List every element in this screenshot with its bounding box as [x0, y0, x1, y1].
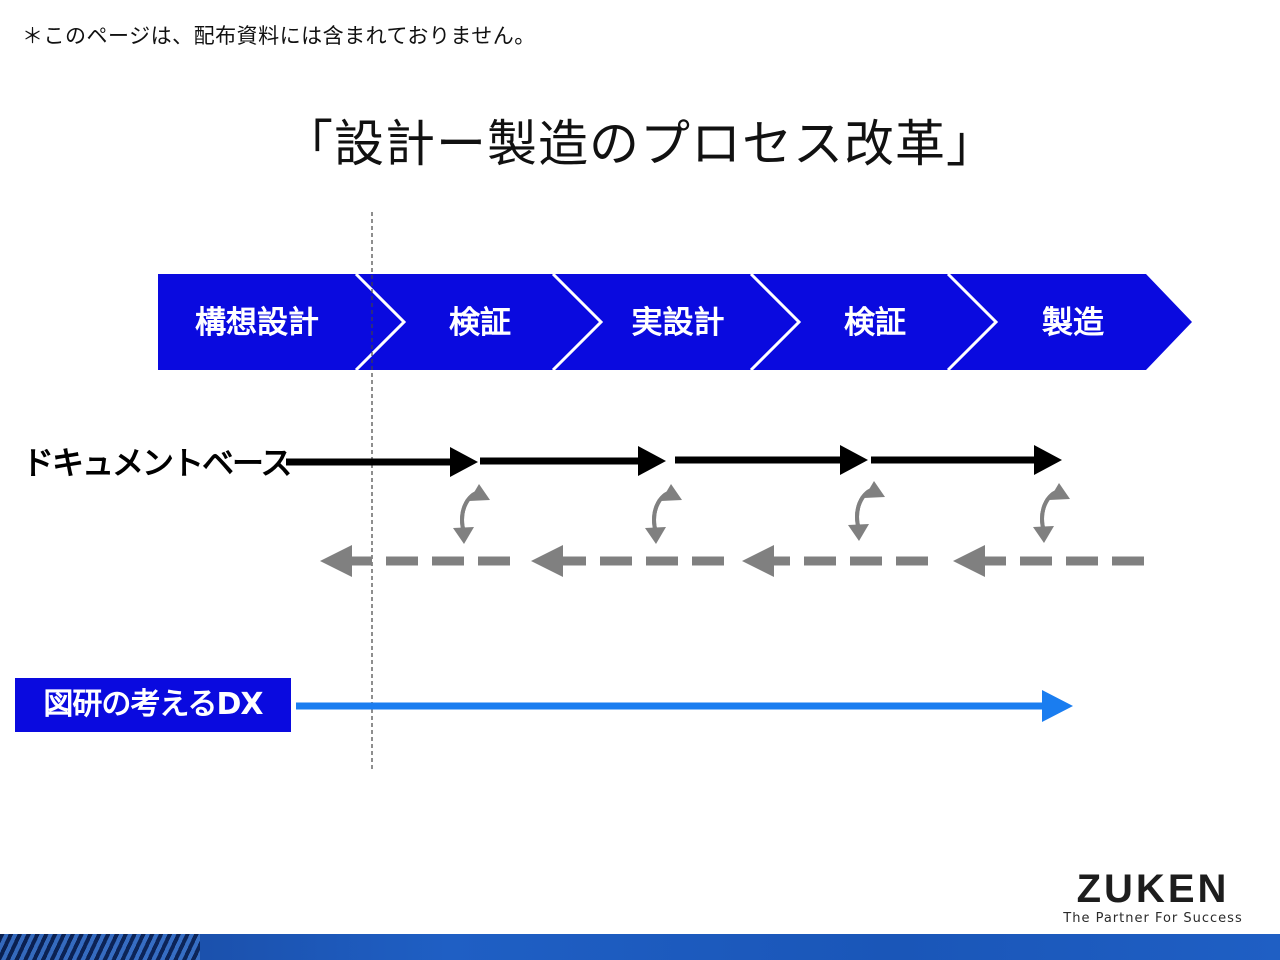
stage-chevron-1	[158, 274, 404, 370]
stage-label-2: 検証	[449, 305, 511, 341]
cycle-icon	[645, 484, 682, 544]
zuken-dx-label: 図研の考えるDX	[15, 678, 291, 732]
note-text: ＊このページは、配布資料には含まれておりません。	[22, 24, 536, 48]
cycle-icon	[848, 481, 885, 541]
stage-chevron-5	[948, 274, 1192, 370]
cycle-icon	[453, 484, 490, 544]
stage-chevron-4	[751, 274, 996, 370]
page-title: 「設計ー製造のプロセス改革」	[283, 115, 997, 173]
dx-arrow	[296, 690, 1073, 722]
stage-label-3: 実設計	[631, 305, 725, 341]
logo-wordmark: ZUKEN	[1076, 867, 1230, 911]
stage-label-1: 構想設計	[195, 305, 319, 341]
stage-chevron-2	[356, 274, 601, 370]
stage-chevrons	[158, 272, 1192, 372]
cycle-icons	[453, 481, 1070, 544]
cycle-icon	[1033, 483, 1070, 543]
stage-label-5: 製造	[1042, 305, 1104, 341]
stage-label-4: 検証	[844, 305, 906, 341]
document-base-label: ドキュメントベース	[22, 444, 292, 482]
logo-tagline: The Partner For Success	[1063, 911, 1243, 926]
feedback-arrows	[320, 545, 1144, 577]
forward-arrows	[286, 445, 1062, 477]
footer-band	[0, 934, 1280, 960]
zuken-logo: ZUKEN The Partner For Success	[1058, 868, 1248, 928]
stage-chevron-3	[553, 274, 799, 370]
footer-decoration	[0, 934, 200, 960]
